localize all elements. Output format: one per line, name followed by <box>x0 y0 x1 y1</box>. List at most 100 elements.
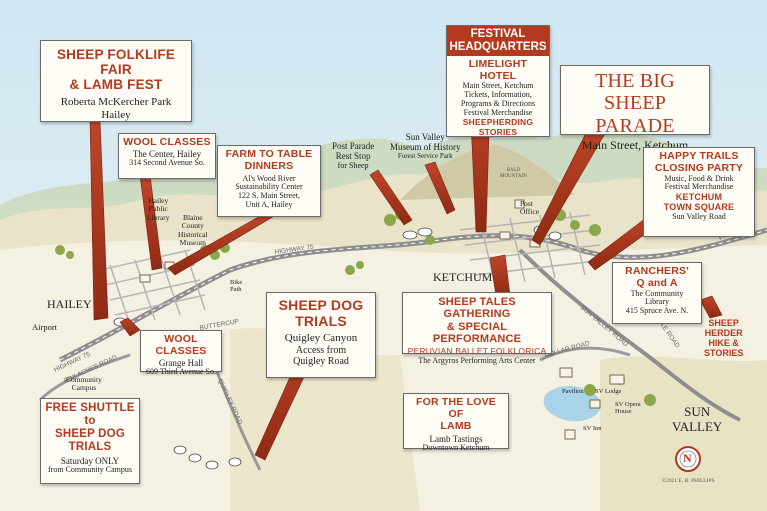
post-parade-line-2: Rest Stop <box>335 150 371 161</box>
sheep-herder-label: SHEEP HERDER HIKE & STORIES <box>704 318 743 358</box>
dog-trials-line-2: Access from <box>295 344 347 356</box>
blaine-museum-line-4: Museum <box>179 237 206 247</box>
sheep-tales-line-1: PERUVIAN BALLET FOLKLORICA <box>407 346 547 357</box>
ranchers-line-2: Library <box>645 297 669 307</box>
sv-opera-label: SV Opera House <box>615 401 641 416</box>
bald-mountain-line-1: BALD <box>506 168 521 173</box>
sheep-tales-box[interactable]: SHEEP TALES GATHERING & SPECIAL PERFORMA… <box>402 292 552 365</box>
sun-valley-town-label: SUN VALLEY <box>672 404 722 435</box>
wool-grange-line-2: 609 Third Avenue So. <box>146 366 216 376</box>
shuttle-title-4: TRIALS <box>68 440 112 453</box>
farm-line-3: 122 S. Main Street, <box>238 191 300 201</box>
buildings <box>139 199 625 440</box>
festival-headquarters-box[interactable]: FESTIVAL HEADQUARTERS LIMELIGHT HOTEL Ma… <box>446 25 550 137</box>
hailey-library-label: Hailey Public Library <box>147 196 170 222</box>
pavilion-label: Pavilion <box>562 388 584 395</box>
dog-trials-title-1: SHEEP DOG <box>278 297 364 313</box>
wool-classes-grange-box[interactable]: WOOL CLASSES Grange Hall 609 Third Avenu… <box>140 330 222 376</box>
wool-center-line-1: The Center, Hailey <box>132 148 202 159</box>
post-parade-label: Post Parade Rest Stop for Sheep <box>332 141 375 171</box>
compass-icon <box>675 446 701 472</box>
farm-title-2: DINNERS <box>244 159 294 172</box>
bike-path-line-1: Bike <box>230 279 243 286</box>
festival-hq-title: LIMELIGHT HOTEL <box>468 57 528 82</box>
shuttle-title-3: SHEEP DOG <box>55 427 125 440</box>
wool-grange-title: WOOL CLASSES <box>155 333 207 357</box>
sheep-tales-line-2: The Argyros Performing Arts Center <box>418 355 536 365</box>
happy-trails-box[interactable]: HAPPY TRAILS CLOSING PARTY Music, Food &… <box>643 147 755 237</box>
love-lamb-line-2: Downtown Ketchum <box>422 443 490 453</box>
happy-trails-title-3: KETCHUM <box>675 192 723 203</box>
ranchers-title-1: RANCHERS' <box>625 265 689 277</box>
post-parade-line-3: for Sheep <box>337 160 369 170</box>
dog-trials-line-1: Quigley Canyon <box>284 332 358 345</box>
love-lamb-title-2: LAMB <box>440 419 472 432</box>
wool-center-line-2: 314 Second Avenue So. <box>129 157 205 167</box>
shuttle-line-1: Saturday ONLY <box>60 455 120 466</box>
post-office-line-1: Post <box>520 199 533 208</box>
farm-line-2: Sustainability Center <box>235 182 303 192</box>
blaine-museum-label: Blaine County Historical Museum <box>178 213 208 247</box>
sheep-herder-line-3: HIKE & <box>708 338 739 349</box>
sheep-tales-title-1: SHEEP TALES GATHERING <box>438 296 516 321</box>
museum-line-3: Forest Service Park <box>397 151 453 160</box>
sheep-dog-trials-box[interactable]: SHEEP DOG TRIALS Quigley Canyon Access f… <box>266 292 376 378</box>
happy-trails-title-4: TOWN SQUARE <box>663 202 735 213</box>
shuttle-line-2: from Community Campus <box>48 464 132 474</box>
sheep-herder-line-4: STORIES <box>704 348 744 359</box>
blaine-museum-line-1: Blaine <box>183 213 203 222</box>
dollar-road <box>539 346 631 362</box>
farm-title-1: FARM TO TABLE <box>225 148 313 160</box>
bike-path-line-2: Path <box>230 285 242 293</box>
ranchers-q-and-a-box[interactable]: RANCHERS' Q and A The Community Library … <box>612 262 702 324</box>
happy-trails-line-1: Music, Food & Drink <box>664 173 734 183</box>
community-campus-label: Community Campus <box>66 375 102 393</box>
love-lamb-title-1: FOR THE LOVE OF <box>416 396 496 420</box>
sv-inn-label: SV Inn <box>583 425 602 432</box>
folklife-line-2: Hailey <box>101 108 131 121</box>
community-campus-line-1: Community <box>66 375 102 384</box>
lower-hills-2 <box>600 356 767 511</box>
happy-trails-title-1: HAPPY TRAILS <box>659 150 739 162</box>
dog-trials-line-3: Quigley Road <box>293 355 349 367</box>
post-office-line-2: Office <box>520 206 540 216</box>
for-the-love-of-lamb-box[interactable]: FOR THE LOVE OF LAMB Lamb Tastings Downt… <box>403 393 509 452</box>
farm-to-table-box[interactable]: FARM TO TABLE DINNERS Al's Wood River Su… <box>217 145 321 217</box>
sheep-folklife-fair-box[interactable]: SHEEP FOLKLIFE FAIR & LAMB FEST Roberta … <box>40 40 192 122</box>
compass-letter: N <box>683 451 692 465</box>
post-parade-line-1: Post Parade <box>332 141 375 151</box>
free-shuttle-box[interactable]: FREE SHUTTLE to SHEEP DOG TRIALS Saturda… <box>40 398 140 484</box>
parade-title-1: THE BIG <box>595 70 675 92</box>
sun-valley-road <box>518 248 741 422</box>
festival-hq-line-4: Festival Merchandise <box>463 108 533 118</box>
ranchers-line-3: 415 Spruce Ave. N. <box>625 306 689 316</box>
wool-center-title: WOOL CLASSES <box>123 136 211 148</box>
museum-line-1: Sun Valley <box>405 132 445 142</box>
wool-classes-center-box[interactable]: WOOL CLASSES The Center, Hailey 314 Seco… <box>118 133 216 179</box>
festival-hq-header: FESTIVAL HEADQUARTERS <box>447 26 549 56</box>
happy-trails-line-3: Sun Valley Road <box>672 211 726 221</box>
blaine-museum-line-2: County <box>181 221 204 231</box>
bald-mountain-line-2: MOUNTAIN <box>500 173 527 179</box>
folklife-title-1: SHEEP FOLKLIFE FAIR <box>56 47 176 78</box>
big-sheep-parade-box[interactable]: THE BIG SHEEP PARADE Main Street, Ketchu… <box>560 65 710 152</box>
festival-hq-line-2: Tickets, Information, <box>464 90 532 100</box>
ranchers-line-1: The Community <box>630 288 684 298</box>
ranchers-title-2: Q and A <box>636 276 678 289</box>
ketchum-town-label: KETCHUM <box>433 270 493 284</box>
dog-trials-title-2: TRIALS <box>295 312 347 329</box>
farm-line-1: Al's Wood River <box>242 173 296 183</box>
festival-hq-line-5: SHEEPHERDING STORIES <box>462 117 534 137</box>
shuttle-title-1: FREE SHUTTLE <box>45 402 135 414</box>
sv-opera-line-1: SV Opera <box>615 401 641 408</box>
community-campus-line-2: Campus <box>71 383 97 393</box>
bike-path-label: Bike Path <box>230 279 243 294</box>
wool-grange-line-1: Grange Hall <box>158 357 204 368</box>
museum-line-2: Museum of History <box>390 141 461 152</box>
ketchum-grid <box>459 211 606 286</box>
hailey-town-label: HAILEY <box>47 297 92 311</box>
hailey-library-line-3: Library <box>147 212 170 222</box>
airport-label: Airport <box>32 322 58 332</box>
folklife-line-1: Roberta McKercher Park <box>60 96 172 109</box>
